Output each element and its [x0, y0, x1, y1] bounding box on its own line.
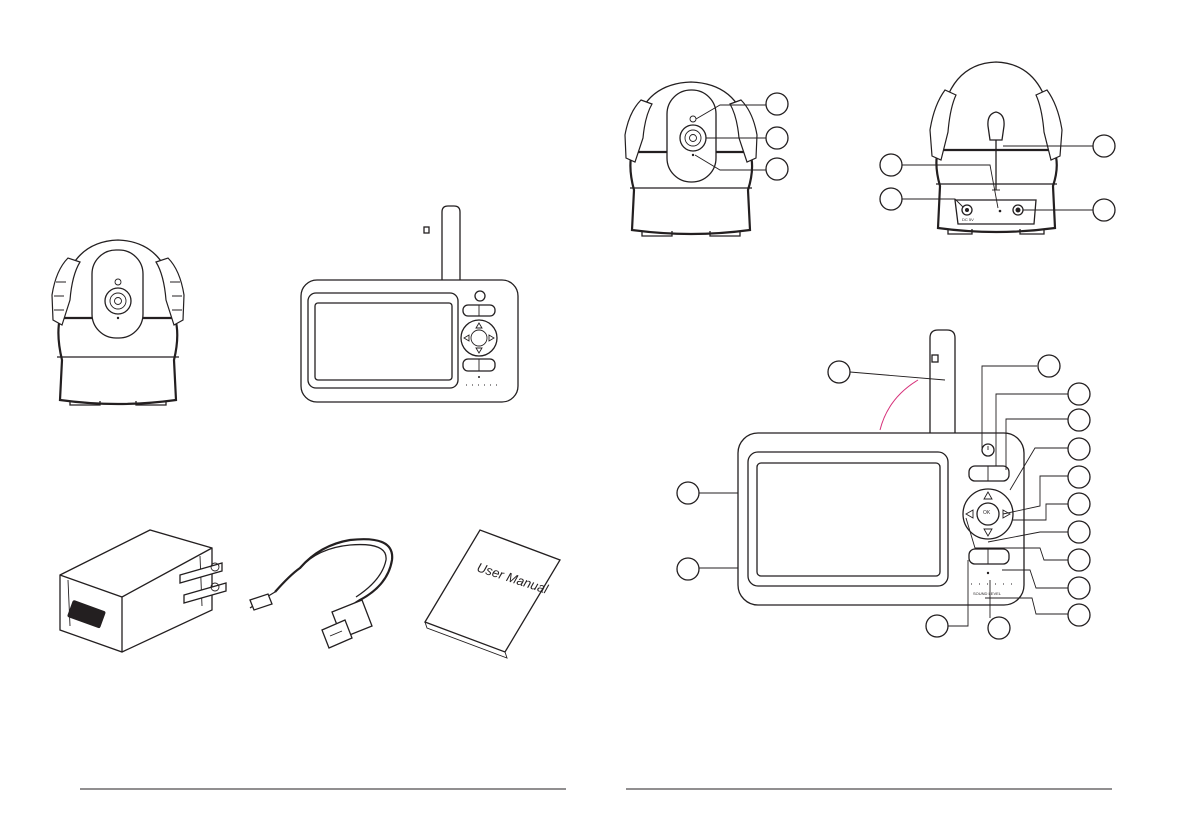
user-manual-title: User Manual: [475, 560, 551, 597]
parent-monitor-illustration: [301, 206, 518, 402]
usb-cable-illustration: [250, 539, 392, 648]
user-manual-booklet-illustration: User Manual: [425, 530, 560, 658]
camera-back-callout-illustration: DC 5V: [880, 62, 1115, 234]
camera-front-callout-illustration: [625, 82, 788, 236]
monitor-ok-label: OK: [983, 510, 991, 516]
power-adapter-illustration: [60, 530, 226, 652]
parent-monitor-callout-illustration: OK SOUND LEVEL: [677, 330, 1090, 639]
camera-back-port-label: DC 5V: [962, 217, 974, 222]
monitor-sound-level-label: SOUND LEVEL: [973, 591, 1002, 596]
camera-front-illustration: [52, 240, 184, 405]
